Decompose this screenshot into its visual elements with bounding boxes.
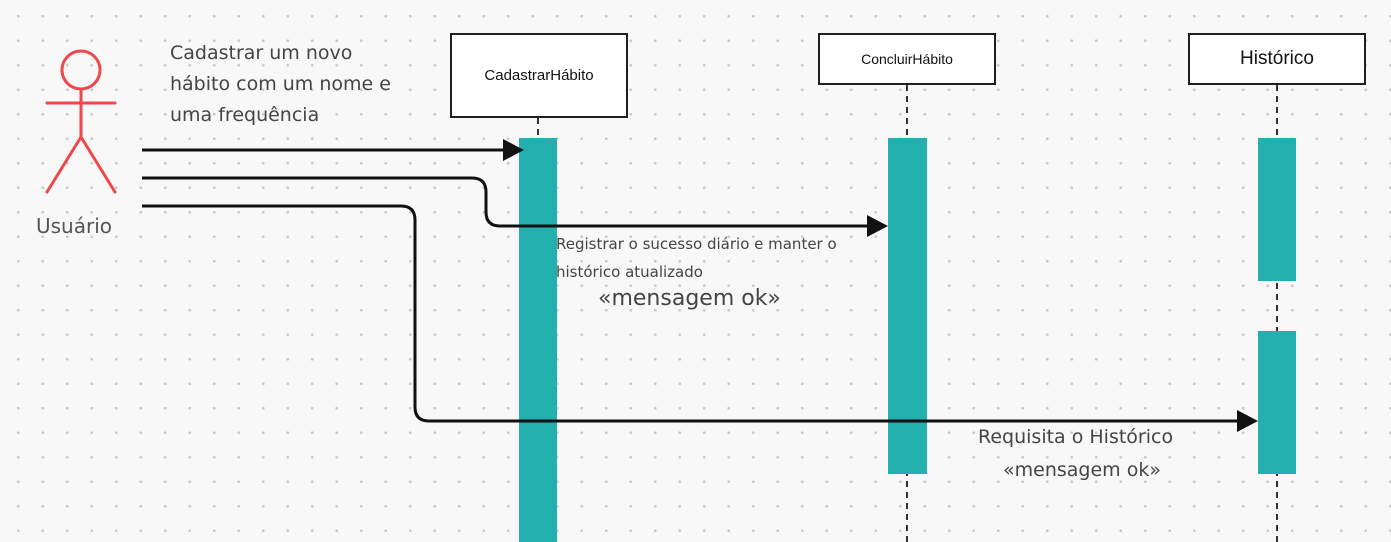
actor-label: Usuário bbox=[36, 214, 113, 238]
message-label-historico: Requisita o Histórico bbox=[978, 426, 1174, 448]
reply-label-historico: «mensagem ok» bbox=[1003, 459, 1161, 481]
message-arrow-historico[interactable] bbox=[142, 204, 1238, 423]
activation-bar-historico-1[interactable] bbox=[1258, 138, 1296, 281]
lifeline-concluir-label: ConcluirHábito bbox=[861, 51, 953, 67]
lifeline-historico-label: Histórico bbox=[1240, 48, 1314, 69]
lifeline-historico[interactable]: Histórico bbox=[1188, 33, 1366, 85]
arrowhead-concluir bbox=[867, 215, 888, 237]
lifeline-concluir-habito[interactable]: ConcluirHábito bbox=[818, 33, 996, 85]
reply-label-concluir: «mensagem ok» bbox=[598, 286, 781, 311]
message-arrow-concluir[interactable] bbox=[142, 176, 868, 228]
message-label-concluir: Registrar o sucesso diário e manter o hi… bbox=[556, 235, 837, 281]
activation-bar-concluir[interactable] bbox=[888, 138, 927, 474]
message-label-cadastrar: Cadastrar um novo hábito com um nome e u… bbox=[170, 42, 391, 126]
arrowhead-historico bbox=[1237, 410, 1258, 432]
arrowhead-cadastrar bbox=[503, 139, 524, 161]
activation-bar-cadastrar[interactable] bbox=[519, 138, 557, 542]
user-actor-icon[interactable] bbox=[45, 49, 117, 194]
lifeline-cadastrar-habito[interactable]: CadastrarHábito bbox=[450, 33, 628, 118]
activation-bar-historico-2[interactable] bbox=[1258, 331, 1296, 474]
lifeline-cadastrar-label: CadastrarHábito bbox=[484, 67, 594, 84]
